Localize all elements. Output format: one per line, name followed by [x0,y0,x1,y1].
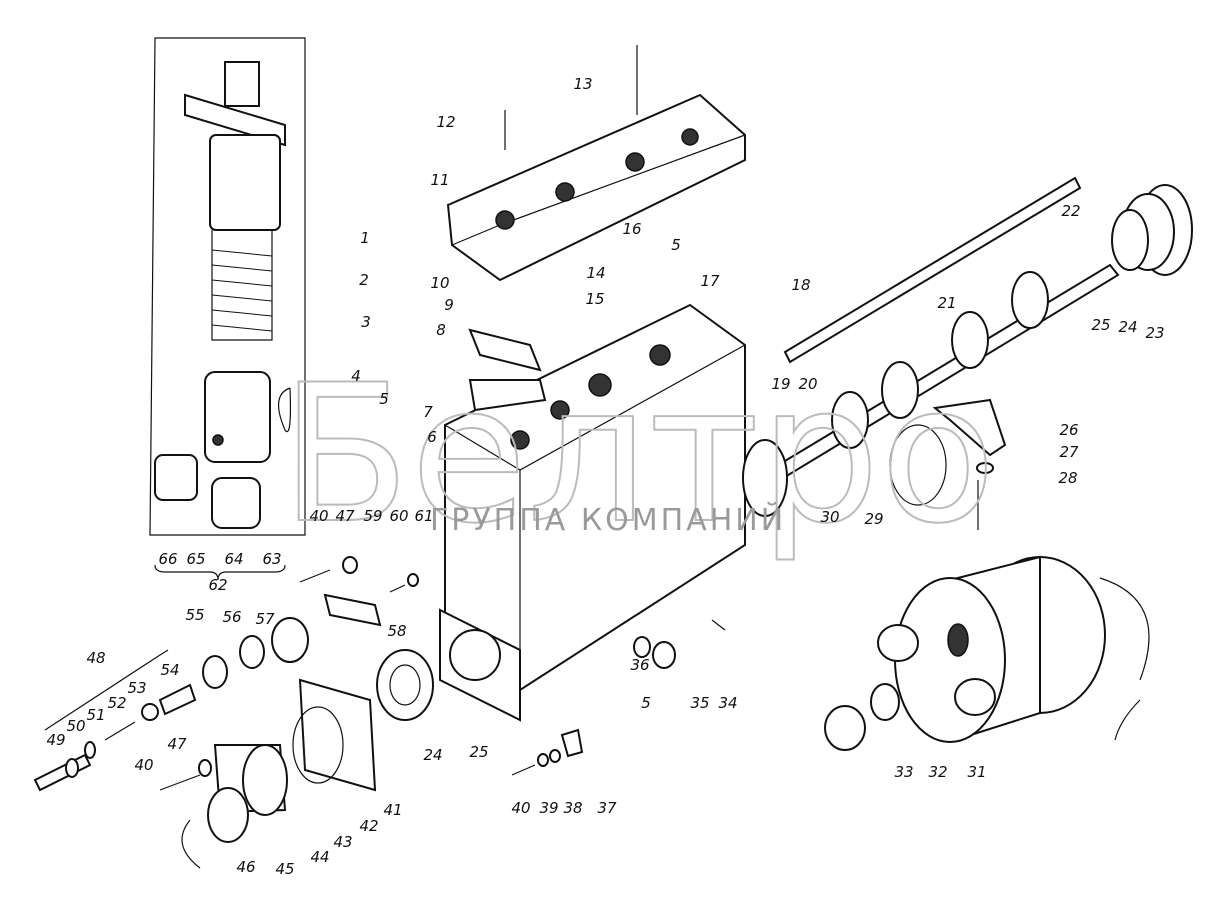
watermark-logo: Белтро [280,344,996,565]
watermark-subtitle: ГРУППА КОМПАНИЙ [430,502,786,538]
part-label: 24 [423,746,442,764]
part-label: 4 [351,367,361,385]
part-label: 48 [86,649,105,667]
part-label: 42 [359,817,378,835]
part-label: 32 [928,763,947,781]
part-label: 14 [586,264,605,282]
rear-bearing-and-cover [181,649,434,869]
part-label: 16 [622,220,641,238]
part-label: 13 [573,75,592,93]
part-label: 18 [791,276,810,294]
camshaft [742,263,1120,517]
cover-plate [446,45,746,282]
part-label: 46 [236,858,255,876]
bearing-cap [889,398,1007,530]
part-label: 23 [1145,324,1164,342]
part-label: 47 [167,735,187,753]
part-label: 8 [436,321,446,339]
part-label: 29 [864,510,883,528]
part-label: 49 [46,731,65,749]
control-rack [783,176,1082,364]
part-label: 61 [414,507,433,525]
part-label: 34 [718,694,737,712]
part-label: 54 [160,661,179,679]
part-label: 56 [222,608,241,626]
part-label: 50 [66,717,85,735]
part-label: 6 [427,428,437,446]
coupling-drum [824,555,1150,751]
part-label: 26 [1059,421,1078,439]
part-label: 62 [208,576,227,594]
part-label: 31 [967,763,986,781]
part-label: 40 [511,799,530,817]
part-label: 12 [436,113,455,131]
part-label: 5 [671,236,681,254]
part-label: 22 [1061,202,1080,220]
part-label: 5 [641,694,651,712]
watermark: Белтро ГРУППА КОМПАНИЙ [279,343,997,566]
part-label: 35 [690,694,709,712]
part-label: 38 [563,799,582,817]
injection-fittings [33,556,726,792]
part-label: 37 [597,799,617,817]
part-label: 40 [309,507,328,525]
part-label: 25 [469,743,488,761]
part-label: 65 [186,550,205,568]
part-label: 51 [86,706,105,724]
part-label: 44 [310,848,329,866]
part-label: 7 [423,403,433,421]
part-label: 3 [361,313,371,331]
part-label: 17 [700,272,720,290]
plunger-pair-assembly [154,61,292,529]
part-label: 40 [134,756,153,774]
part-label: 10 [430,274,449,292]
part-label: 2 [359,271,369,289]
part-label: 11 [430,171,449,189]
part-label: 60 [389,507,408,525]
camshaft-bearing [1111,184,1193,276]
part-label: 45 [275,860,294,878]
part-label: 30 [820,508,839,526]
part-label: 33 [894,763,913,781]
part-label: 47 [335,507,355,525]
part-label: 64 [224,550,243,568]
part-label: 66 [158,550,177,568]
part-label: 43 [333,833,352,851]
part-label: 58 [387,622,406,640]
part-label: 15 [585,290,604,308]
part-label: 53 [127,679,146,697]
part-label: 36 [630,656,649,674]
pump-body-housing [439,303,746,722]
part-label: 19 [771,375,790,393]
part-label: 63 [262,550,281,568]
part-label: 57 [255,610,275,628]
part-label: 28 [1058,469,1077,487]
part-label: 55 [185,606,204,624]
part-label: 27 [1059,443,1079,461]
part-label: 24 [1118,318,1137,336]
part-label: 21 [937,294,956,312]
plunger-section-frame [149,37,306,581]
part-label: 59 [363,507,382,525]
part-label: 39 [539,799,558,817]
part-label: 41 [383,801,402,819]
part-label: 25 [1091,316,1110,334]
part-label: 20 [798,375,817,393]
part-label: 5 [379,390,389,408]
part-label: 1 [360,229,370,247]
part-label: 52 [107,694,126,712]
part-label: 9 [444,296,454,314]
